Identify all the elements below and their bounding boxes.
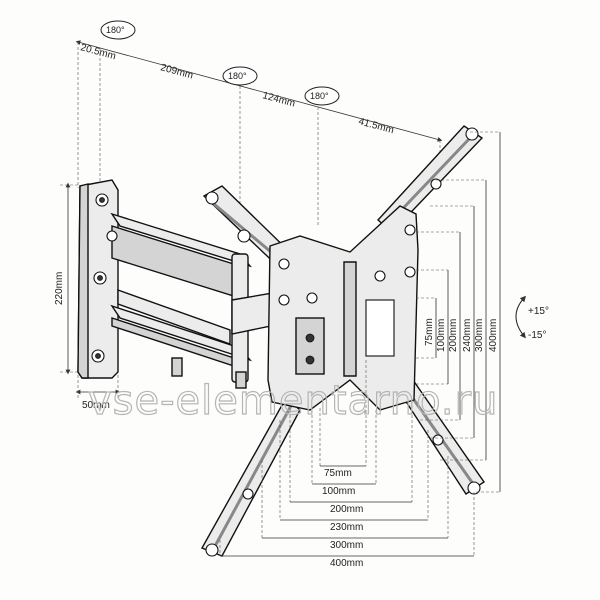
vesa-h-400: 400mm	[330, 558, 363, 569]
vesa-v-240: 240mm	[462, 319, 473, 352]
top-dim-2: 209mm	[159, 62, 194, 81]
height-dim: 220mm	[54, 272, 65, 305]
arm-lower	[110, 289, 253, 369]
rotation-badges: 180° 180° 180°	[100, 20, 340, 106]
vesa-bracket	[200, 125, 485, 557]
vesa-h-230: 230mm	[330, 522, 363, 533]
top-dim-1: 20.5mm	[79, 42, 117, 62]
vesa-h-100: 100mm	[322, 486, 355, 497]
rotation-badge-plate: 180°	[304, 86, 340, 106]
arm-upper	[106, 212, 253, 299]
tilt-up-label: +15°	[528, 306, 549, 317]
vesa-v-75: 75mm	[424, 318, 435, 346]
watermark: vse-elementarno.ru	[88, 378, 498, 424]
bottom-dimensions: 75mm 100mm 200mm 230mm 300mm 400mm	[219, 360, 475, 569]
vesa-h-300: 300mm	[330, 540, 363, 551]
vesa-v-300: 300mm	[474, 319, 485, 352]
vesa-v-200: 200mm	[448, 319, 459, 352]
rotation-badge-wall: 180°	[100, 20, 136, 40]
left-dimensions: 220mm 50mm	[54, 182, 121, 411]
vesa-h-75: 75mm	[324, 468, 352, 479]
top-dim-3: 124mm	[261, 90, 296, 109]
tilt-indicator: +15° -15°	[515, 295, 549, 341]
svg-text:180°: 180°	[310, 91, 329, 101]
vesa-h-200: 200mm	[330, 504, 363, 515]
top-dim-4: 41.5mm	[357, 116, 395, 136]
wall-plate	[77, 179, 119, 379]
vesa-v-100: 100mm	[436, 319, 447, 352]
depth-dim: 50mm	[82, 400, 110, 411]
rotation-badge-elbow: 180°	[222, 66, 258, 86]
tilt-down-label: -15°	[528, 330, 546, 341]
vesa-v-400: 400mm	[488, 319, 499, 352]
svg-text:180°: 180°	[106, 25, 125, 35]
svg-text:180°: 180°	[228, 71, 247, 81]
top-dimension-chain: 20.5mm 209mm 124mm 41.5mm	[75, 40, 443, 230]
right-dimensions: 75mm 100mm 200mm 240mm 300mm 400mm	[416, 131, 501, 493]
